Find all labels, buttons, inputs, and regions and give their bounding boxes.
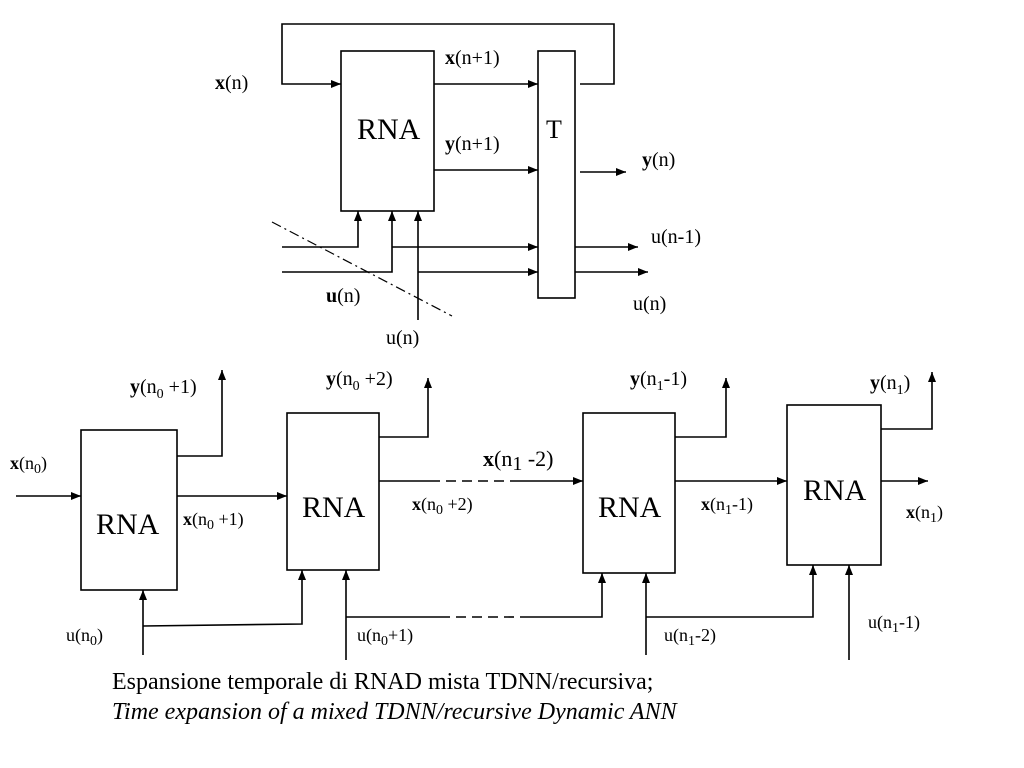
x-label-d: x(n1-1) (701, 494, 753, 518)
caption-italian: Espansione temporale di RNAD mista TDNN/… (112, 669, 654, 695)
y-out-4 (881, 372, 936, 430)
caption-english: Time expansion of a mixed TDNN/recursive… (112, 699, 677, 725)
rna-label-4: RNA (803, 474, 867, 507)
x-n0-label: x(n0) (10, 453, 47, 477)
y-out-3 (675, 378, 730, 438)
x-label-c: x(n1 -2) (483, 446, 553, 475)
y-label-3: y(n1-1) (630, 368, 687, 394)
rna-box-2 (286, 412, 380, 571)
x-label-a: x(n0 +1) (183, 509, 244, 533)
y-label-1: y(n0 +1) (130, 376, 197, 402)
top-delay-label: T (546, 115, 562, 144)
u-n-bottom-label: u(n) (386, 327, 419, 349)
u-input-line-2 (282, 211, 396, 273)
u-label-0: u(n0) (66, 625, 103, 649)
u-n-bold-label: u(n) (326, 285, 360, 307)
y-label-2: y(n0 +2) (326, 368, 393, 394)
top-rna-label: RNA (357, 113, 421, 146)
x-label-e: x(n1) (906, 502, 943, 526)
u-link-3 (646, 565, 817, 618)
y-out-1 (177, 370, 226, 457)
u-label-1: u(n0+1) (357, 625, 413, 649)
rna-box-1 (80, 429, 178, 591)
top-rna-box (340, 50, 435, 212)
x-label-b: x(n0 +2) (412, 494, 473, 518)
rna-label-3: RNA (598, 491, 662, 524)
cut-line (271, 221, 453, 317)
caption: Espansione temporale di RNAD mista TDNN/… (112, 667, 677, 727)
feedback-loop (281, 23, 615, 88)
u-link-2c (520, 573, 606, 618)
y-out-2 (379, 378, 432, 438)
y-n-label: y(n) (642, 149, 675, 171)
top-delay-box (537, 50, 576, 299)
rna-label-2: RNA (302, 491, 366, 524)
x-next-label: x(n+1) (445, 47, 500, 69)
y-next-label: y(n+1) (445, 133, 500, 155)
u-prev-label: u(n-1) (651, 226, 701, 248)
rna-box-3 (582, 412, 676, 574)
u-out-label: u(n) (633, 293, 666, 315)
u-label-3: u(n1-1) (868, 612, 920, 636)
u-link-1 (142, 570, 306, 627)
y-label-4: y(n1) (870, 372, 910, 398)
u-label-2: u(n1-2) (664, 625, 716, 649)
rna-label-1: RNA (96, 508, 160, 541)
x-n-label: x(n) (215, 72, 248, 94)
rna-box-4 (786, 404, 882, 566)
u-input-line-1 (282, 211, 362, 248)
